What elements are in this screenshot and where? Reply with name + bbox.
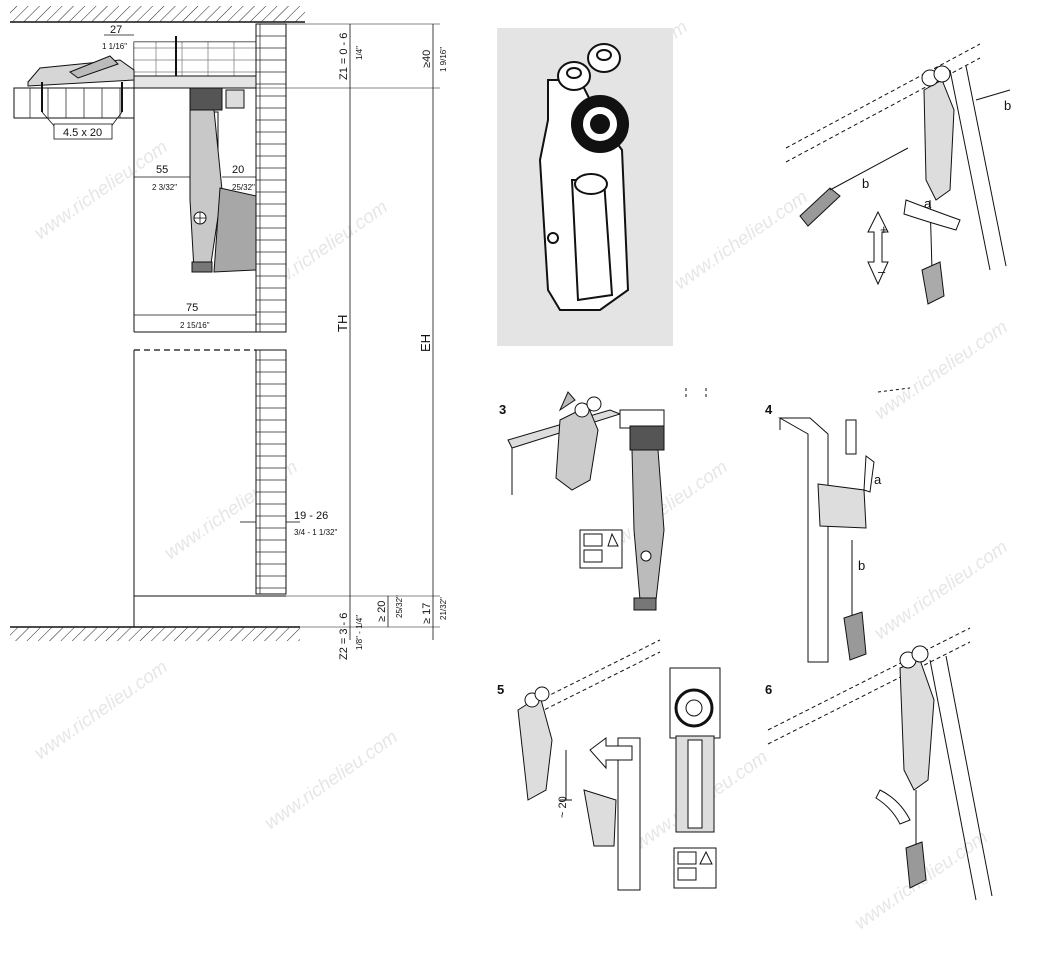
dim-20-inch: 25/32" [232,183,255,192]
label-minus: – [878,264,886,279]
label-plus: + [880,222,888,237]
dim-z2: Z2 = 3 - 6 [338,613,350,660]
step-5-number: 5 [497,682,504,697]
step-4-diagram: 4 a b [765,387,911,663]
dim-19-26-inch: 3/4 - 1 1/32" [294,528,337,537]
step-6-number: 6 [765,682,772,697]
step-6-diagram: 6 [765,627,993,901]
step-5-dim: ~ 20 [557,796,569,818]
dim-ge40: ≥40 [421,50,433,68]
product-image [497,28,673,346]
dim-z2-inch: 1/8" - 1/4" [355,615,364,650]
watermark-text: www.richelieu.com [871,537,1012,644]
label-b-middle: b [862,176,869,191]
dim-z1: Z1 = 0 - 6 [338,33,350,80]
dim-ge17-inch: 21/32" [439,597,448,620]
dim-ge20: ≥ 20 [376,601,388,622]
step-3-diagram: 3 [499,388,707,611]
watermark-text: www.richelieu.com [31,137,172,244]
step-4-number: 4 [765,402,773,417]
step-4-label-a: a [874,472,882,487]
dim-75-inch: 2 15/16" [180,321,210,330]
dim-ge17: ≥ 17 [421,603,433,624]
dim-55-inch: 2 3/32" [152,183,177,192]
dimension-labels: 27 1 1/16" 4.5 x 20 55 2 3/32" 20 25/32"… [63,24,448,660]
watermark-text: www.richelieu.com [261,727,402,834]
dim-ge40-inch: 1 9/16" [439,47,448,72]
dim-screw: 4.5 x 20 [63,127,102,139]
dim-th: TH [335,315,350,332]
dim-27-inch: 1 1/16" [102,42,127,51]
label-a: a [924,196,932,211]
step-3-number: 3 [499,402,506,417]
step-4-label-b: b [858,558,865,573]
dim-75: 75 [186,302,198,314]
step-adjust-diagram: b b a + – [785,43,1011,305]
dim-19-26: 19 - 26 [294,510,328,522]
dim-ge20-inch: 25/32" [395,595,404,618]
label-b-top: b [1004,98,1011,113]
dim-20: 20 [232,164,244,176]
dim-27: 27 [110,24,122,36]
dim-z1-inch: 1/4" [355,46,364,60]
watermark-text: www.richelieu.com [31,657,172,764]
dim-eh: EH [418,334,433,352]
step-5-diagram: 5 ~ 20 [497,639,721,891]
dim-55: 55 [156,164,168,176]
watermark-text: www.richelieu.com [871,317,1012,424]
cross-section-view [10,6,440,641]
watermark-text: www.richelieu.com [671,187,812,294]
